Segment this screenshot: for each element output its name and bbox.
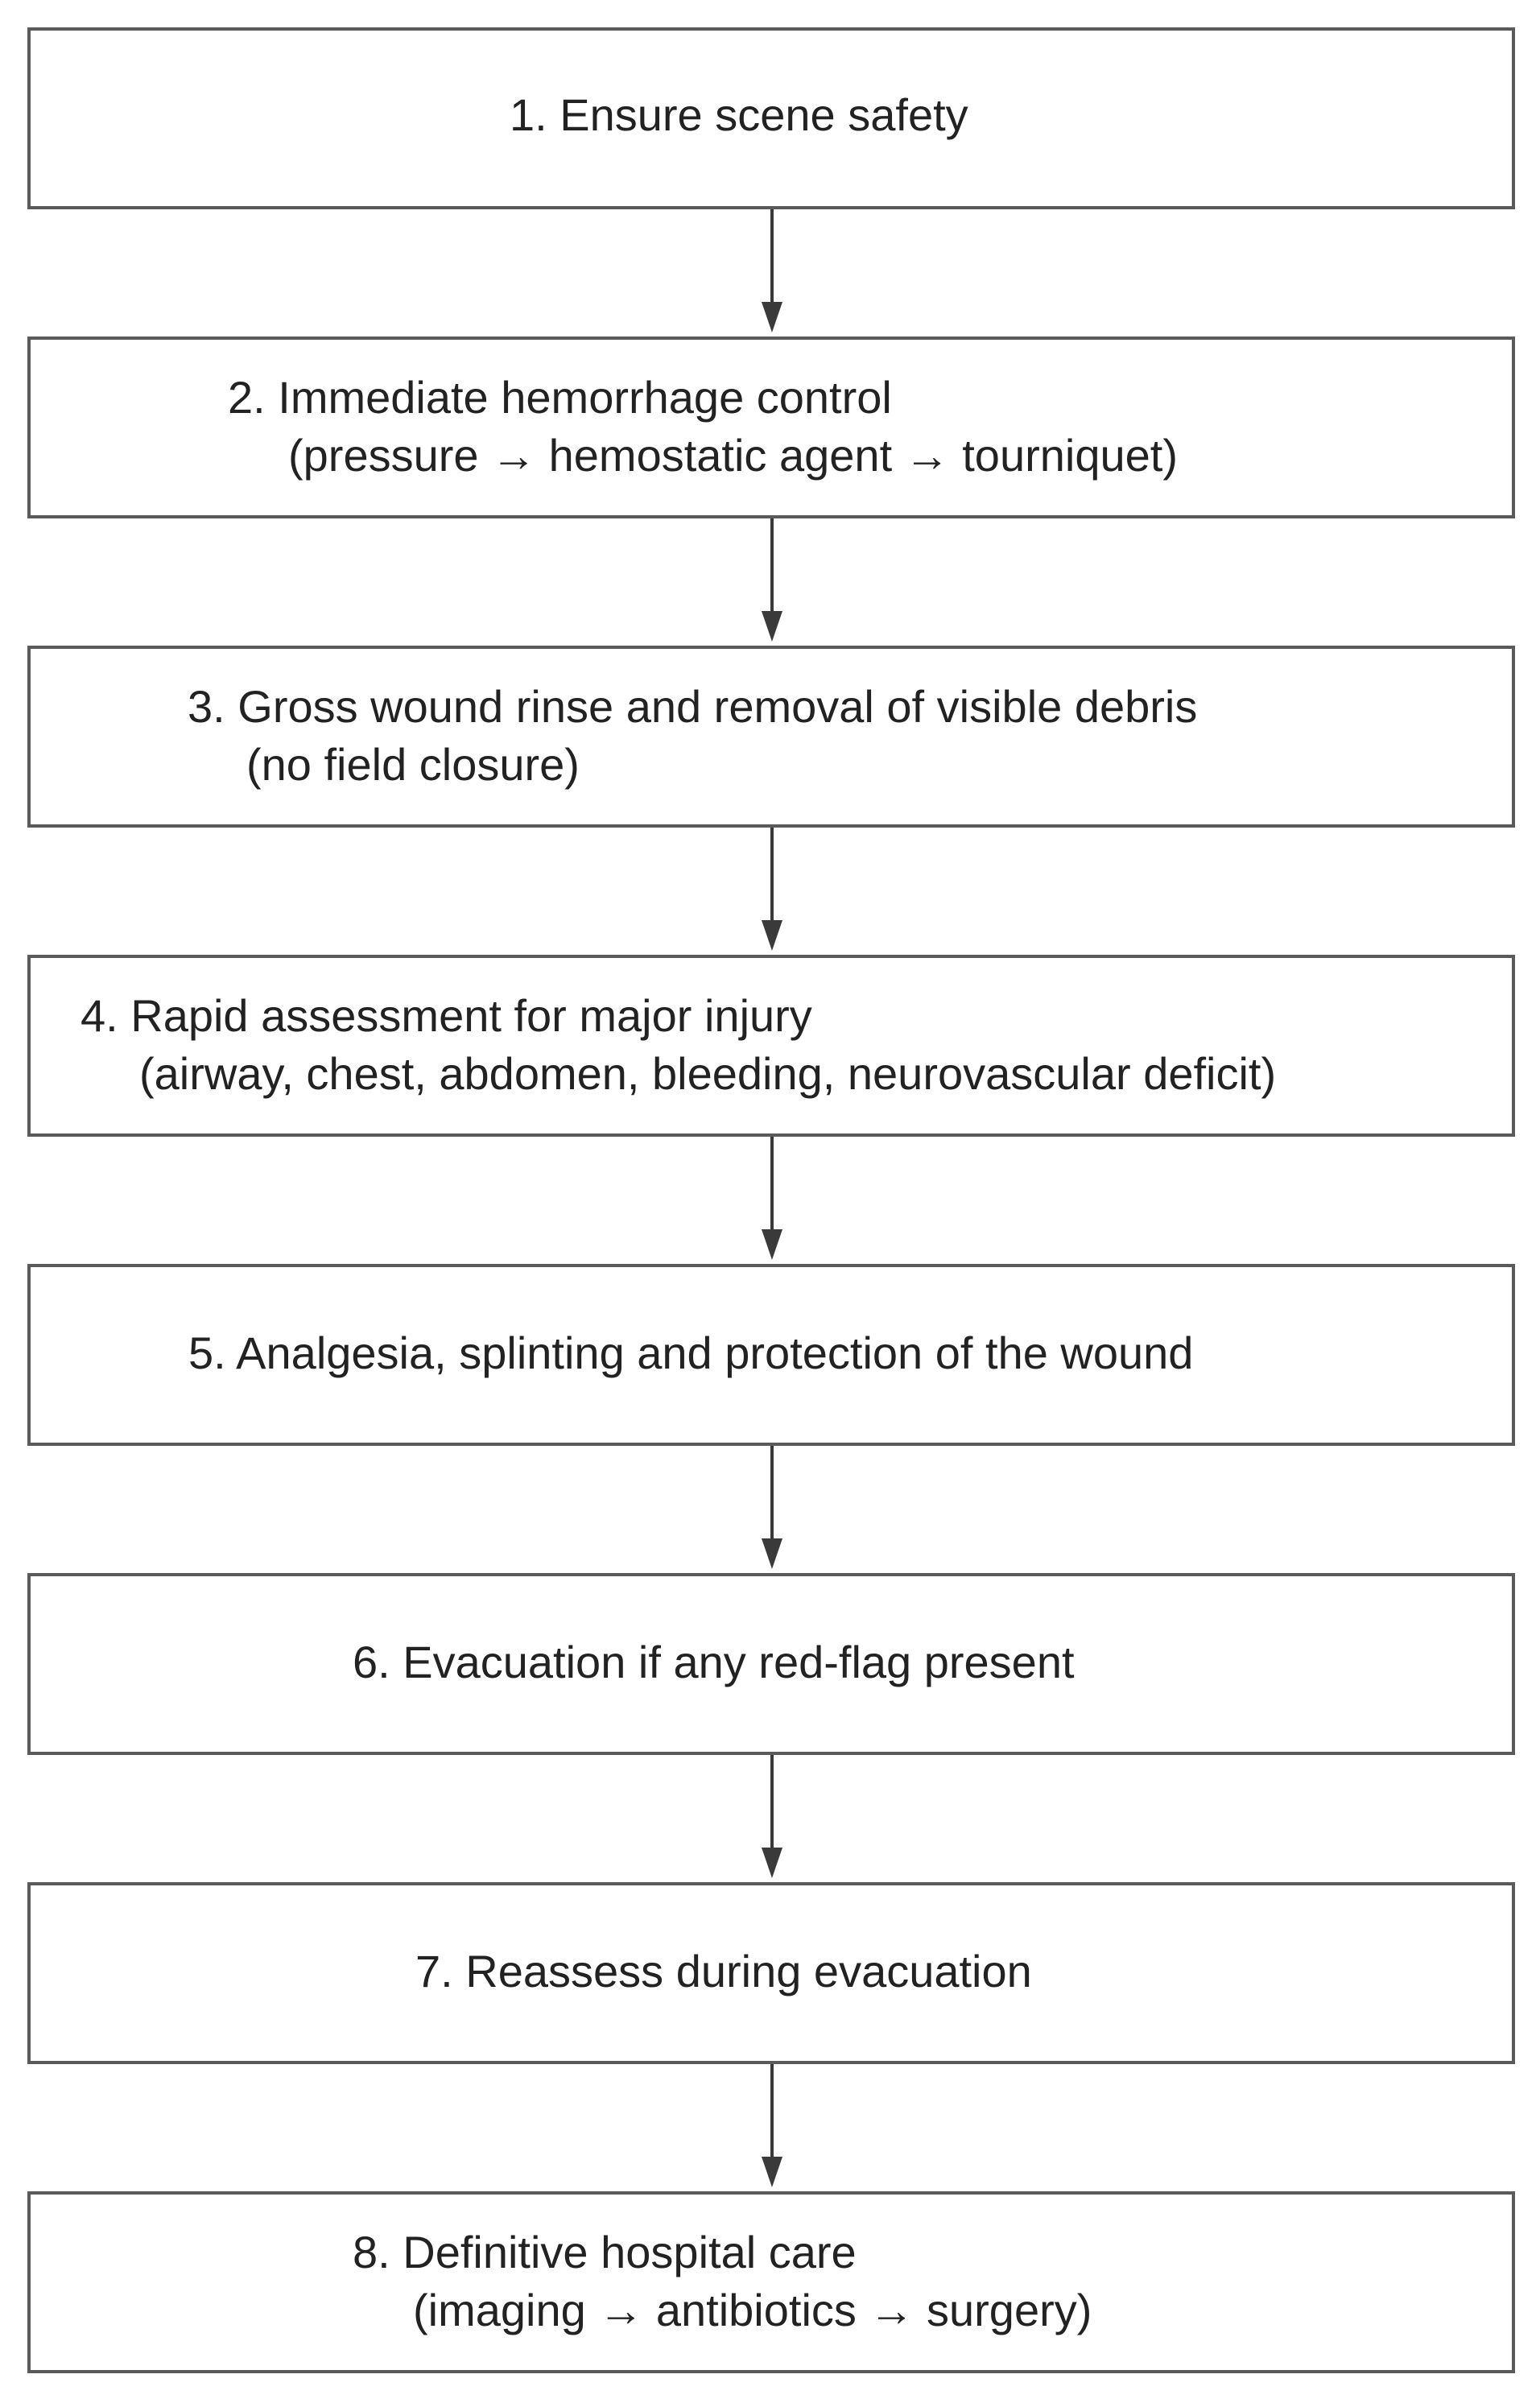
arrow-head-icon [762,302,782,332]
step-4-detail: (airway, chest, abdomen, bleeding, neuro… [139,1048,1277,1099]
arrow-head-icon [762,920,782,951]
step-2-label: 2. Immediate hemorrhage control [228,372,892,423]
step-4-box: 4. Rapid assessment for major injury (ai… [27,955,1515,1137]
arrow-head-icon [762,1229,782,1260]
arrow-1-to-2 [762,209,782,332]
step-8-label: 8. Definitive hospital care [353,2227,857,2277]
step-6-box: 6. Evacuation if any red-flag present [27,1573,1515,1755]
step-7-label: 7. Reassess during evacuation [415,1946,1032,1996]
arrow-5-to-6 [762,1446,782,1569]
step-1-box: 1. Ensure scene safety [27,27,1515,209]
arrow-head-icon [762,2157,782,2187]
step-5-label: 5. Analgesia, splinting and protection o… [188,1328,1194,1378]
step-5-box: 5. Analgesia, splinting and protection o… [27,1264,1515,1446]
step-3-label: 3. Gross wound rinse and removal of visi… [188,681,1198,732]
arrow-7-to-8 [762,2064,782,2187]
arrow-4-to-5 [762,1137,782,1260]
step-8-box: 8. Definitive hospital care (imaging → a… [27,2191,1515,2373]
step-6-label: 6. Evacuation if any red-flag present [353,1637,1075,1687]
arrow-head-icon [762,611,782,642]
arrow-head-icon [762,1848,782,1878]
step-1-label: 1. Ensure scene safety [510,89,968,140]
step-2-box: 2. Immediate hemorrhage control (pressur… [27,337,1515,518]
step-7-box: 7. Reassess during evacuation [27,1882,1515,2064]
step-3-box: 3. Gross wound rinse and removal of visi… [27,646,1515,828]
arrow-6-to-7 [762,1755,782,1878]
step-8-detail: (imaging → antibiotics → surgery) [413,2285,1092,2335]
step-4-label: 4. Rapid assessment for major injury [81,990,812,1041]
arrow-3-to-4 [762,828,782,951]
arrow-head-icon [762,1538,782,1569]
step-3-detail: (no field closure) [246,739,580,790]
arrow-2-to-3 [762,518,782,642]
step-2-detail: (pressure → hemostatic agent → tournique… [288,430,1178,481]
